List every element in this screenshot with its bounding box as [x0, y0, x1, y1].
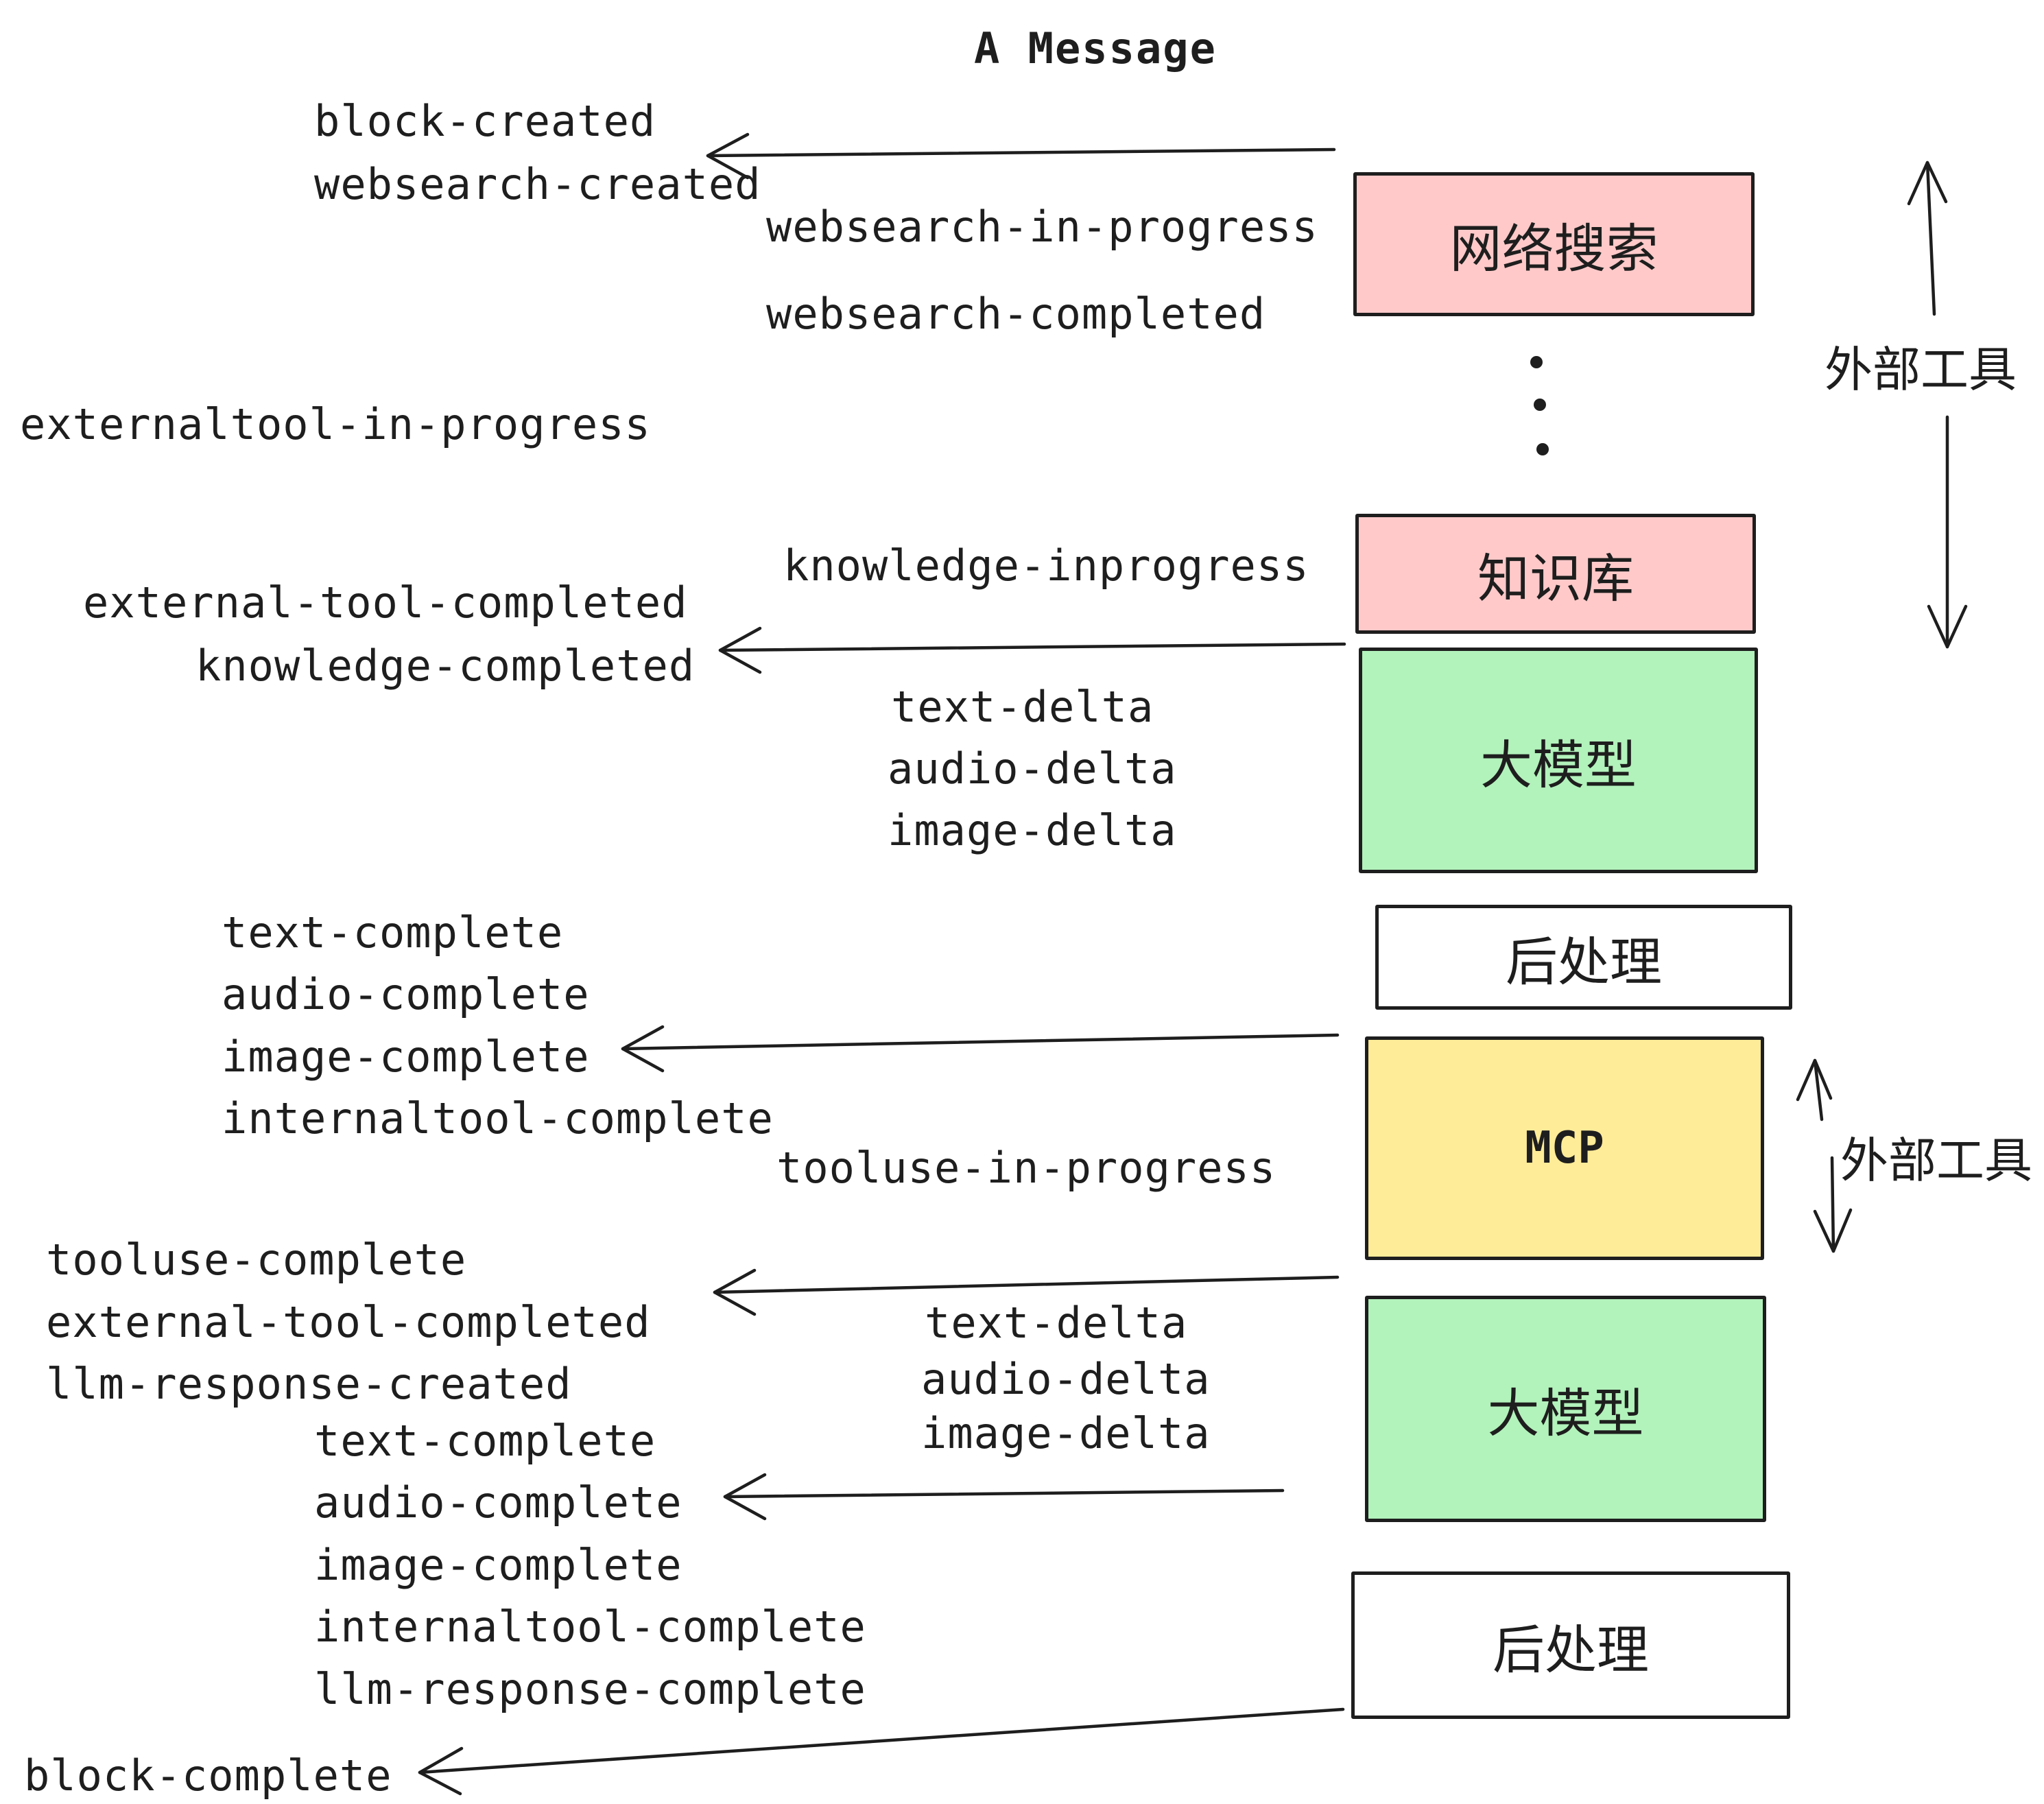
- event-text-complete-2: text-complete: [314, 1416, 656, 1466]
- box-postprocess-1: 后处理: [1375, 905, 1792, 1010]
- event-text-complete-1: text-complete: [222, 907, 564, 958]
- event-block-created: block-created: [314, 96, 656, 146]
- box-postprocess-1-label: 后处理: [1506, 933, 1662, 992]
- event-llm-response-created: llm-response-created: [46, 1359, 572, 1409]
- event-text-delta-2: text-delta: [925, 1298, 1188, 1348]
- event-image-complete-2: image-complete: [314, 1540, 682, 1590]
- event-websearch-completed: websearch-completed: [766, 289, 1266, 339]
- box-mcp-label: MCP: [1525, 1123, 1604, 1174]
- external-tools-label-1: 外部工具: [1825, 343, 2017, 396]
- arrow-to-block-created: [706, 132, 1336, 180]
- event-llm-response-complete: llm-response-complete: [314, 1664, 866, 1714]
- arrow-to-block-complete: [418, 1707, 1345, 1796]
- box-knowledge-base: 知识库: [1355, 514, 1756, 634]
- external-tool-down-arrow-1: [1927, 415, 1968, 649]
- box-web-search: 网络搜索: [1353, 172, 1755, 316]
- external-tool-up-arrow-2: [1796, 1058, 1833, 1121]
- event-externaltool-in-progress: externaltool-in-progress: [20, 399, 651, 449]
- event-audio-complete-1: audio-complete: [222, 969, 590, 1019]
- event-audio-delta-1: audio-delta: [888, 744, 1177, 794]
- external-tools-label-2: 外部工具: [1840, 1134, 2032, 1187]
- arrow-to-image-complete: [621, 1025, 1340, 1073]
- box-postprocess-2: 后处理: [1351, 1571, 1790, 1719]
- event-tooluse-complete: tooluse-complete: [46, 1235, 467, 1285]
- box-web-search-label: 网络搜索: [1449, 220, 1659, 278]
- event-image-delta-1: image-delta: [888, 805, 1177, 855]
- event-websearch-in-progress: websearch-in-progress: [766, 202, 1318, 252]
- event-knowledge-completed: knowledge-completed: [195, 641, 696, 691]
- event-audio-delta-2: audio-delta: [921, 1354, 1211, 1404]
- box-llm-1: 大模型: [1359, 648, 1758, 873]
- box-postprocess-2-label: 后处理: [1493, 1621, 1649, 1680]
- box-llm-1-label: 大模型: [1480, 736, 1637, 795]
- event-block-complete: block-complete: [24, 1750, 392, 1801]
- box-mcp: MCP: [1365, 1036, 1764, 1260]
- event-image-delta-2: image-delta: [921, 1408, 1211, 1458]
- event-internaltool-complete-1: internaltool-complete: [222, 1093, 774, 1143]
- box-llm-2-label: 大模型: [1487, 1385, 1644, 1443]
- event-tooluse-in-progress: tooluse-in-progress: [776, 1143, 1276, 1193]
- arrow-to-audio-complete: [723, 1473, 1285, 1521]
- event-image-complete-1: image-complete: [222, 1032, 590, 1082]
- event-websearch-created: websearch-created: [314, 159, 761, 209]
- arrow-to-knowledge-completed: [718, 626, 1346, 674]
- diagram-title: A Message: [974, 23, 1217, 73]
- event-text-delta-1: text-delta: [891, 682, 1154, 732]
- event-audio-complete-2: audio-complete: [314, 1477, 682, 1528]
- box-llm-2: 大模型: [1365, 1296, 1766, 1522]
- event-knowledge-inprogress: knowledge-inprogress: [783, 541, 1309, 591]
- box-knowledge-base-label: 知识库: [1477, 549, 1634, 608]
- event-external-tool-completed-1: external-tool-completed: [83, 578, 688, 628]
- event-external-tool-completed-2: external-tool-completed: [46, 1297, 651, 1347]
- external-tool-up-arrow-1: [1907, 161, 1948, 316]
- ellipsis-dots: [1530, 356, 1549, 455]
- event-internaltool-complete-2: internaltool-complete: [314, 1602, 866, 1652]
